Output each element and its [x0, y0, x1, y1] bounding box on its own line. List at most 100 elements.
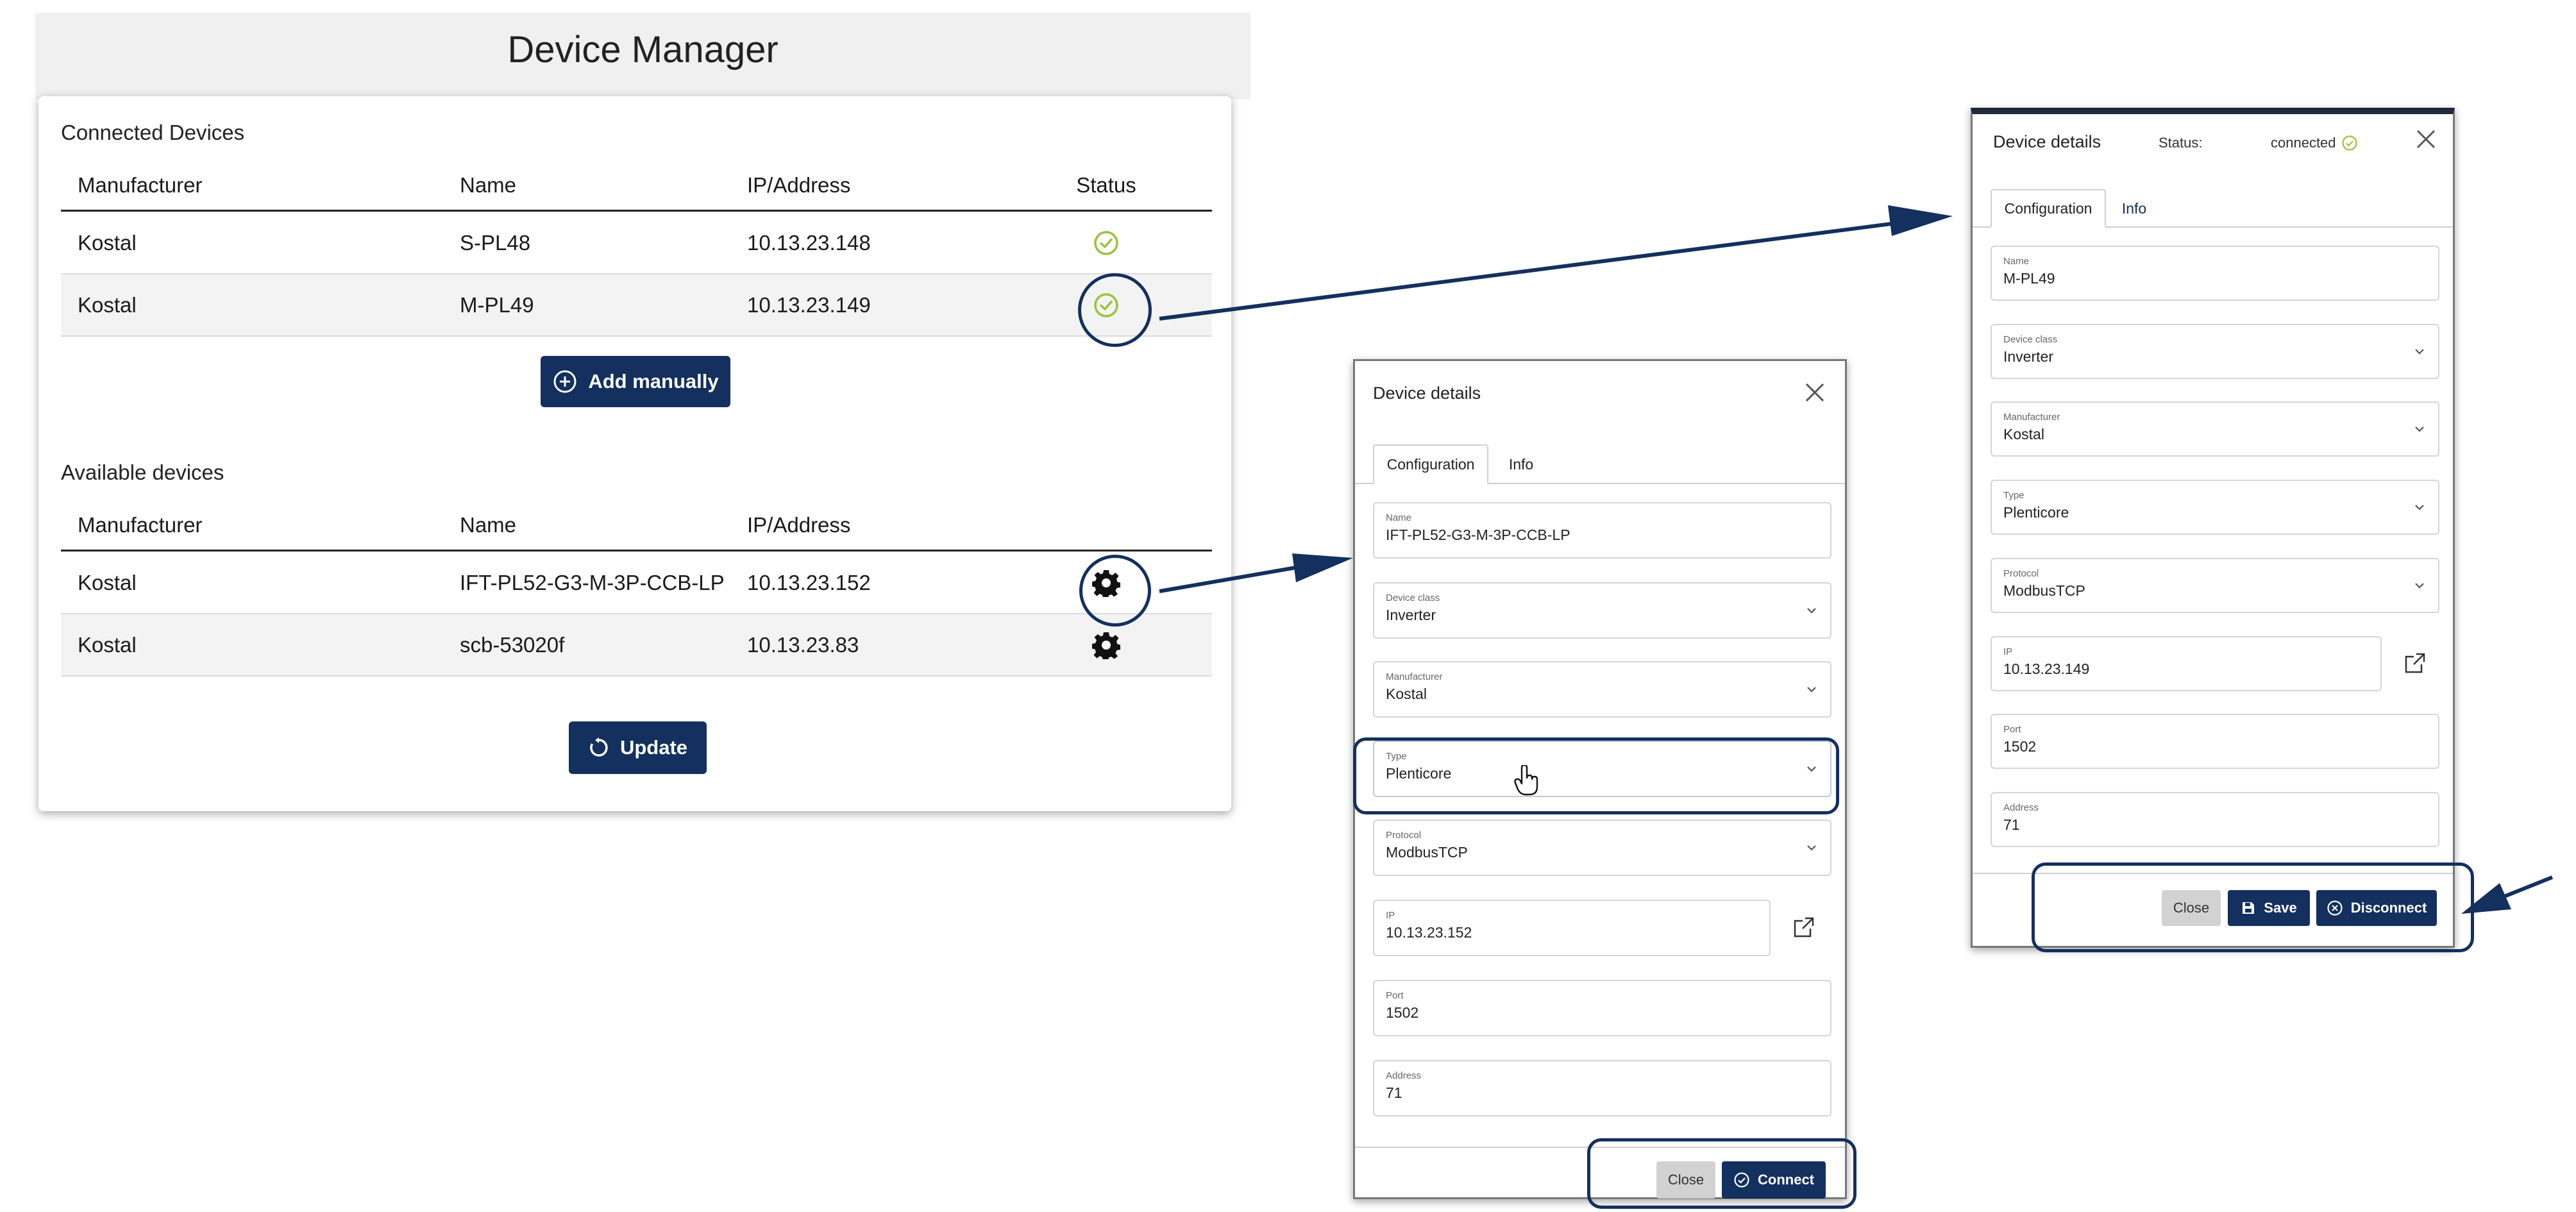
field-value: Kostal	[2003, 426, 2044, 442]
ip-field[interactable]: IP 10.13.23.149	[1991, 636, 2382, 691]
floppy-disk-icon	[2243, 902, 2255, 914]
connected-devices-title: Connected Devices	[61, 121, 245, 144]
check-circle-icon[interactable]	[1093, 230, 1120, 257]
close-button[interactable]: Close	[2162, 890, 2221, 926]
field-label: Type	[1386, 751, 1407, 762]
field-label: IP	[2003, 646, 2013, 657]
external-link-icon[interactable]	[1791, 914, 1817, 940]
device-class-select[interactable]: Device class Inverter	[1373, 582, 1831, 639]
tab-bar	[1355, 483, 1845, 484]
field-label: IP	[1386, 910, 1395, 921]
manufacturer-select[interactable]: Manufacturer Kostal	[1373, 661, 1831, 718]
cell-ip: 10.13.23.83	[747, 632, 859, 657]
field-value: Kostal	[1386, 686, 1427, 702]
tab-bar	[1973, 226, 2453, 228]
page-title: Device Manager	[507, 29, 779, 71]
tab-configuration[interactable]: Configuration	[1373, 444, 1488, 484]
field-value: 10.13.23.149	[2003, 661, 2090, 677]
close-icon[interactable]	[2415, 128, 2437, 150]
refresh-icon	[590, 737, 608, 757]
add-manually-button[interactable]: Add manually	[541, 356, 730, 407]
connect-label: Connect	[1758, 1172, 1814, 1188]
device-class-select[interactable]: Device class Inverter	[1991, 324, 2439, 379]
chevron-down-icon	[1807, 687, 1816, 693]
field-value: 1502	[1386, 1004, 1419, 1021]
disconnect-label: Disconnect	[2350, 900, 2427, 916]
check-circle-icon	[2341, 135, 2357, 151]
status-label: Status:	[2159, 135, 2203, 151]
field-label: Port	[1386, 990, 1404, 1001]
device-details-dialog-connected: Device details Status: connected Configu…	[1971, 108, 2455, 948]
tab-info[interactable]: Info	[1508, 455, 1534, 473]
save-label: Save	[2264, 900, 2297, 916]
gear-icon[interactable]	[1092, 631, 1120, 659]
highlight-status-circle	[1078, 273, 1152, 347]
column-header-name: Name	[460, 512, 517, 537]
port-field[interactable]: Port 1502	[1991, 714, 2439, 769]
table-row[interactable]: Kostal S-PL48 10.13.23.148	[61, 212, 1212, 274]
field-value: 71	[2003, 816, 2020, 833]
tab-info[interactable]: Info	[2121, 199, 2147, 217]
update-button[interactable]: Update	[569, 721, 707, 774]
cell-ip: 10.13.23.149	[747, 292, 871, 317]
cell-manufacturer: Kostal	[78, 230, 137, 255]
close-icon[interactable]	[1804, 382, 1826, 403]
type-select[interactable]: Type Plenticore	[1991, 480, 2439, 535]
field-label: Type	[2003, 490, 2025, 501]
field-label: Device class	[1386, 593, 1440, 603]
field-value: ModbusTCP	[1386, 844, 1468, 861]
table-row[interactable]: Kostal scb-53020f 10.13.23.83	[61, 614, 1212, 677]
field-label: Name	[1386, 512, 1412, 523]
field-value: ModbusTCP	[2003, 582, 2085, 599]
cell-ip: 10.13.23.152	[747, 570, 871, 594]
name-field[interactable]: Name IFT-PL52-G3-M-3P-CCB-LP	[1373, 502, 1831, 559]
highlight-type-field	[1353, 737, 1839, 814]
disconnect-button[interactable]: Disconnect	[2316, 890, 2437, 926]
dialog-footer-divider	[1973, 873, 2453, 874]
port-field[interactable]: Port 1502	[1373, 980, 1831, 1036]
update-label: Update	[619, 736, 688, 759]
field-label: Protocol	[2003, 568, 2039, 579]
field-label: Port	[2003, 724, 2021, 735]
ip-field[interactable]: IP 10.13.23.152	[1373, 900, 1771, 956]
plus-circle-icon	[553, 370, 577, 393]
check-circle-icon	[1734, 1172, 1749, 1188]
cell-manufacturer: Kostal	[78, 632, 137, 657]
protocol-select[interactable]: Protocol ModbusTCP	[1991, 558, 2439, 613]
close-button[interactable]: Close	[1656, 1161, 1715, 1199]
column-header-manufacturer: Manufacturer	[78, 173, 203, 197]
chevron-down-icon	[2415, 426, 2424, 432]
column-header-status: Status	[1076, 173, 1136, 197]
table-row[interactable]: Kostal M-PL49 10.13.23.149	[61, 274, 1212, 337]
add-manually-label: Add manually	[588, 370, 719, 392]
field-label: Name	[2003, 256, 2030, 267]
connected-table-header: Manufacturer Name IP/Address Status	[61, 160, 1212, 212]
column-header-manufacturer: Manufacturer	[78, 512, 203, 537]
external-link-icon[interactable]	[2402, 650, 2428, 676]
field-value: Plenticore	[1386, 765, 1452, 782]
manufacturer-select[interactable]: Manufacturer Kostal	[1991, 401, 2439, 457]
protocol-select[interactable]: Protocol ModbusTCP	[1373, 820, 1831, 876]
save-button[interactable]: Save	[2228, 890, 2310, 926]
field-value: Inverter	[2003, 348, 2053, 365]
field-value: Inverter	[1386, 607, 1436, 623]
address-field[interactable]: Address 71	[1991, 792, 2439, 847]
connect-button[interactable]: Connect	[1722, 1161, 1826, 1199]
field-label: Address	[1386, 1070, 1422, 1081]
tab-configuration[interactable]: Configuration	[1991, 189, 2106, 228]
name-field[interactable]: Name M-PL49	[1991, 246, 2439, 301]
available-devices-title: Available devices	[61, 460, 224, 484]
field-value: M-PL49	[2003, 270, 2055, 287]
field-label: Protocol	[1386, 830, 1422, 841]
status-value: connected	[2271, 135, 2336, 151]
cell-name: scb-53020f	[460, 632, 565, 657]
device-manager-header	[35, 13, 1250, 99]
address-field[interactable]: Address 71	[1373, 1060, 1831, 1116]
type-select[interactable]: Type Plenticore	[1373, 741, 1831, 797]
x-circle-icon	[2327, 900, 2343, 916]
field-label: Address	[2003, 802, 2039, 813]
available-table-header: Manufacturer Name IP/Address	[61, 500, 1212, 551]
field-label: Manufacturer	[2003, 412, 2060, 423]
field-value: 1502	[2003, 738, 2037, 755]
